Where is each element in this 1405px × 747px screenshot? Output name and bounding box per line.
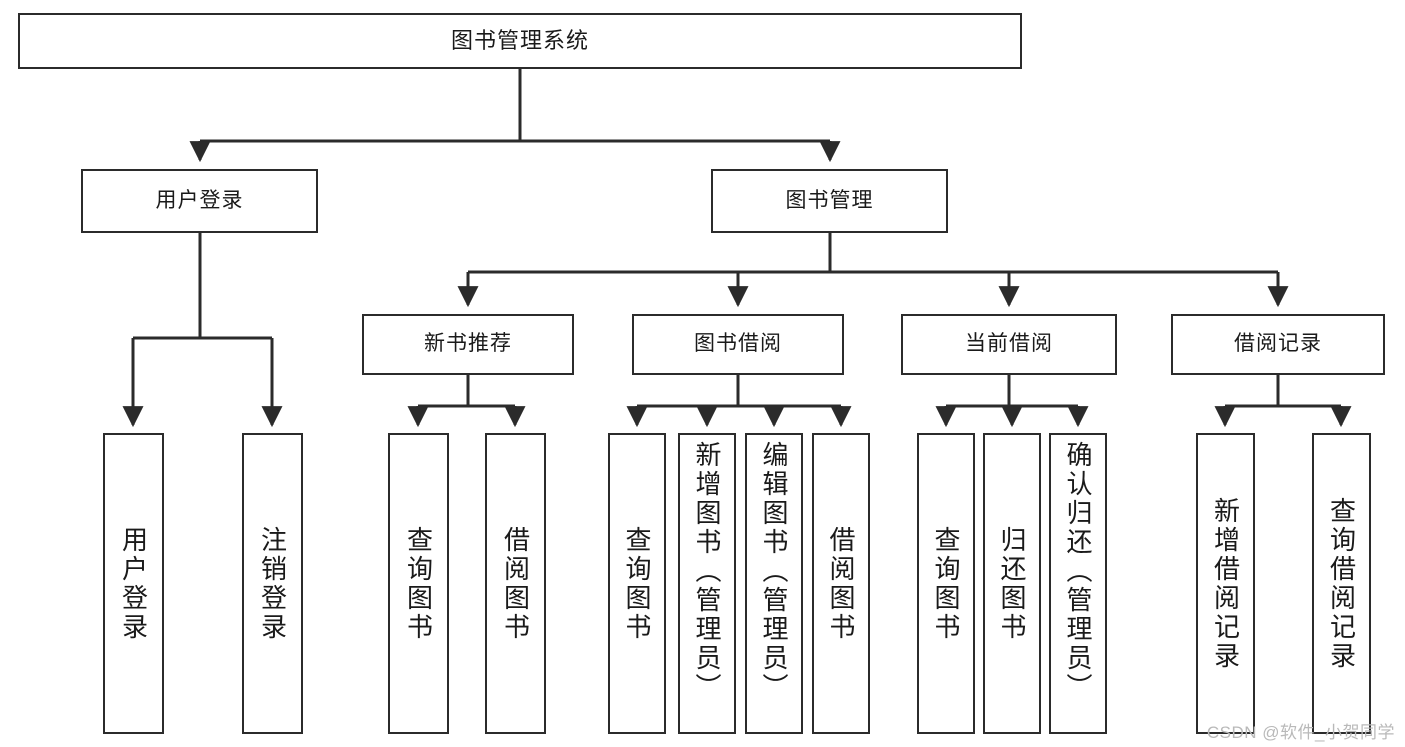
leaf-add-record[interactable]: 新增借阅记录: [1196, 433, 1255, 734]
node-label: 新书推荐: [424, 332, 512, 356]
node-label: 当前借阅: [965, 332, 1053, 356]
leaf-edit-book[interactable]: 编辑图书（管理员）: [745, 433, 803, 734]
leaf-borrow-book-1[interactable]: 借阅图书: [485, 433, 546, 734]
node-label: 归还图书: [997, 525, 1028, 642]
leaf-add-book[interactable]: 新增图书（管理员）: [678, 433, 736, 734]
node-label: 编辑图书（管理员）: [759, 441, 790, 702]
node-label: 借阅图书: [500, 525, 531, 642]
leaf-logout[interactable]: 注销登录: [242, 433, 303, 734]
node-user-login[interactable]: 用户登录: [81, 169, 318, 233]
node-label: 图书管理系统: [450, 28, 589, 54]
node-current-borrow[interactable]: 当前借阅: [901, 314, 1117, 375]
leaf-return-book[interactable]: 归还图书: [983, 433, 1041, 734]
node-label: 确认归还（管理员）: [1063, 441, 1094, 702]
node-label: 查询图书: [403, 525, 434, 642]
node-label: 新增借阅记录: [1210, 496, 1241, 671]
node-label: 查询借阅记录: [1326, 496, 1357, 671]
node-label: 用户登录: [118, 525, 149, 642]
leaf-query-book-3[interactable]: 查询图书: [917, 433, 975, 734]
node-label: 注销登录: [257, 525, 288, 642]
leaf-query-record[interactable]: 查询借阅记录: [1312, 433, 1371, 734]
node-book-borrow[interactable]: 图书借阅: [632, 314, 844, 375]
node-label: 查询图书: [622, 525, 653, 642]
leaf-confirm-return[interactable]: 确认归还（管理员）: [1049, 433, 1107, 734]
node-root-system[interactable]: 图书管理系统: [18, 13, 1022, 69]
node-label: 图书借阅: [694, 332, 782, 356]
node-label: 图书管理: [785, 188, 874, 212]
leaf-user-login[interactable]: 用户登录: [103, 433, 164, 734]
node-borrow-record[interactable]: 借阅记录: [1171, 314, 1385, 375]
leaf-query-book-1[interactable]: 查询图书: [388, 433, 449, 734]
node-label: 用户登录: [155, 188, 244, 212]
leaf-borrow-book-2[interactable]: 借阅图书: [812, 433, 870, 734]
node-new-book-recommend[interactable]: 新书推荐: [362, 314, 574, 375]
node-label: 查询图书: [931, 525, 962, 642]
leaf-query-book-2[interactable]: 查询图书: [608, 433, 666, 734]
node-label: 借阅图书: [826, 525, 857, 642]
node-book-manage[interactable]: 图书管理: [711, 169, 948, 233]
node-label: 新增图书（管理员）: [692, 441, 723, 702]
node-label: 借阅记录: [1234, 332, 1322, 356]
